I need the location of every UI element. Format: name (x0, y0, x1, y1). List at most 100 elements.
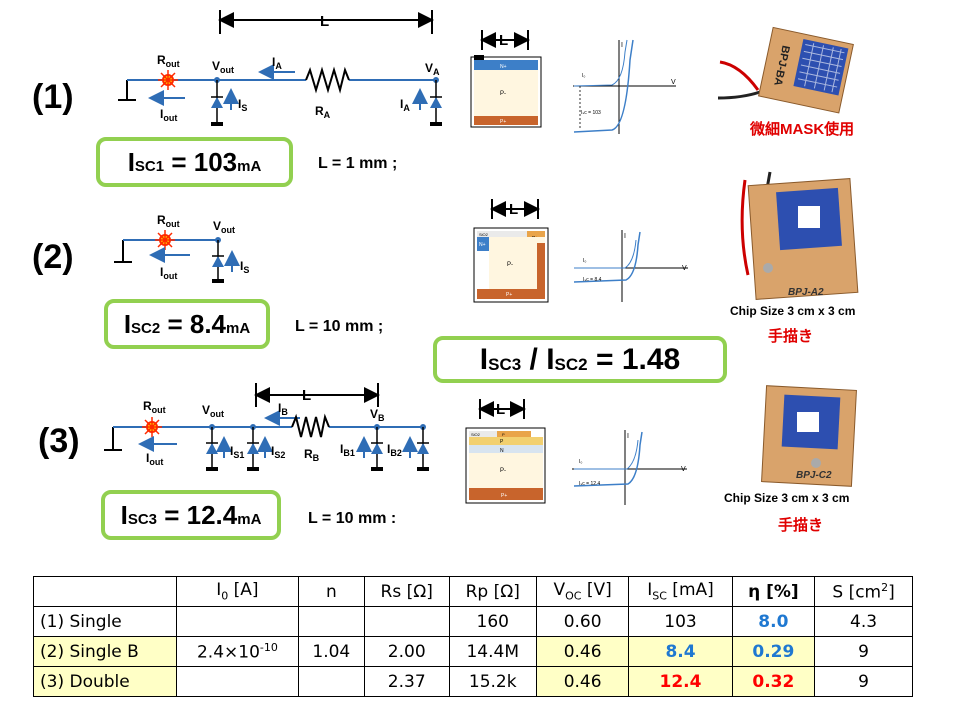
l-note-1: L = 1 mm ; (318, 155, 398, 172)
svg-text:L: L (509, 201, 518, 218)
circuit-3: L Rout Iout Vout IS1 IS2 IB RB VB (104, 383, 429, 471)
svg-text:Rout: Rout (143, 399, 166, 415)
table-cell: 0.32 (731, 666, 816, 697)
svg-text:P-: P- (500, 468, 506, 474)
svg-text:P+: P+ (500, 119, 506, 125)
svg-text:Vout: Vout (202, 403, 224, 419)
cross-section-3: L SiO2 P P N P- P+ (465, 399, 546, 504)
l-note-2: L = 10 mm ; (295, 318, 384, 335)
svg-text:SiO2: SiO2 (479, 232, 489, 237)
svg-text:P: P (502, 432, 505, 437)
table-header: Rp [Ω] (448, 576, 537, 607)
L-label-3: L (302, 387, 311, 404)
svg-text:P-: P- (500, 91, 506, 97)
table-header: η [%] (731, 576, 816, 607)
table-cell: 0.46 (535, 666, 630, 697)
svg-text:Iₛc = 8.4: Iₛc = 8.4 (583, 277, 602, 283)
svg-text:IS: IS (238, 97, 247, 113)
table-header (33, 576, 177, 607)
iv-curve-1: I V I₀ Iₛc = 103 (573, 39, 676, 134)
table-cell: 0.29 (731, 636, 816, 667)
svg-text:P+: P+ (501, 493, 507, 499)
svg-text:VB: VB (370, 407, 385, 423)
svg-text:L: L (499, 32, 508, 49)
table-cell: 12.4 (628, 666, 733, 697)
svg-text:P: P (500, 439, 504, 445)
caption-handdrawn-2: 手描き (768, 328, 814, 345)
cross-section-2: L SiO2 N+ P+ P- P+ (473, 199, 549, 303)
table-cell: (2) Single B (33, 636, 177, 667)
table-cell (297, 606, 365, 637)
svg-text:IA: IA (400, 97, 410, 113)
table-cell: 103 (628, 606, 733, 637)
table-header: n (297, 576, 365, 607)
table-header-row: I0 [A] n Rs [Ω] Rp [Ω] VOC [V] ISC [mA] … (33, 576, 913, 607)
table-cell: 14.4M (448, 636, 537, 667)
row-label-3: (3) (38, 422, 80, 460)
iv-curve-2: I V I₀ Iₛc = 8.4 (573, 230, 688, 302)
svg-text:V: V (682, 265, 687, 272)
results-table: I0 [A] n Rs [Ω] Rp [Ω] VOC [V] ISC [mA] … (33, 576, 913, 697)
svg-text:IS2: IS2 (271, 444, 285, 460)
chip-photo-3: BPJ-C2 (761, 385, 857, 487)
row-label-1: (1) (32, 78, 74, 116)
circuit-2: Rout Iout Vout IS (114, 213, 249, 283)
table-cell: 160 (448, 606, 537, 637)
svg-text:Iₛc = 12.4: Iₛc = 12.4 (579, 481, 600, 487)
table-cell: 8.4 (628, 636, 733, 667)
svg-text:Rout: Rout (157, 213, 180, 229)
table-cell (363, 606, 450, 637)
table-row: (3) Double 2.37 15.2k 0.46 12.4 0.32 9 (33, 666, 913, 697)
svg-text:RA: RA (315, 104, 331, 120)
l-note-3: L = 10 mm : (308, 510, 397, 527)
table-cell (297, 666, 365, 697)
circuit-1: L Rout Iout Vout IS IA RA VA (118, 10, 442, 126)
svg-text:P+: P+ (506, 292, 512, 298)
table-cell (176, 666, 299, 697)
svg-text:IS: IS (240, 259, 249, 275)
svg-text:I: I (624, 233, 626, 240)
svg-text:Rout: Rout (157, 53, 180, 69)
table-cell: 4.3 (814, 606, 913, 637)
svg-text:Iout: Iout (160, 107, 177, 123)
svg-text:BPJ-A2: BPJ-A2 (788, 287, 824, 298)
chip-photo-2: BPJ-A2 (740, 171, 859, 300)
svg-text:I: I (621, 42, 623, 49)
table-cell: (3) Double (33, 666, 177, 697)
table-cell: 0.60 (535, 606, 630, 637)
table-cell (176, 606, 299, 637)
svg-text:IB2: IB2 (387, 442, 402, 458)
chip-size-3: Chip Size 3 cm x 3 cm (724, 491, 850, 505)
svg-text:IS1: IS1 (230, 444, 244, 460)
svg-text:N: N (500, 448, 504, 454)
svg-text:Iout: Iout (160, 265, 177, 281)
table-header: S [cm2] (814, 576, 913, 607)
table-row: (2) Single B 2.4×10-10 1.04 2.00 14.4M 0… (33, 636, 913, 667)
svg-text:L: L (496, 401, 505, 418)
svg-text:Iout: Iout (146, 451, 163, 467)
svg-text:I₀: I₀ (583, 258, 586, 264)
cross-section-1: L N+ P- P+ (470, 30, 542, 128)
caption-handdrawn-3: 手描き (778, 517, 824, 534)
table-cell: (1) Single (33, 606, 177, 637)
table-row: (1) Single 160 0.60 103 8.0 4.3 (33, 606, 913, 637)
svg-text:N+: N+ (500, 64, 507, 70)
table-header: Rs [Ω] (363, 576, 450, 607)
table-cell: 2.37 (363, 666, 450, 697)
svg-text:VA: VA (425, 61, 440, 77)
table-cell: 9 (814, 636, 913, 667)
table-header: VOC [V] (535, 576, 630, 607)
svg-text:Vout: Vout (213, 219, 235, 235)
svg-text:V: V (681, 466, 686, 473)
table-header: I0 [A] (176, 576, 299, 607)
svg-text:V: V (671, 79, 676, 86)
table-cell: 0.46 (535, 636, 630, 667)
svg-text:BPJ-C2: BPJ-C2 (796, 470, 832, 481)
caption-fine-mask: 微細MASK使用 (750, 121, 855, 138)
table-cell: 2.00 (363, 636, 450, 667)
svg-text:Iₛc = 103: Iₛc = 103 (581, 110, 601, 116)
table-cell: 2.4×10-10 (176, 636, 299, 667)
svg-text:N+: N+ (479, 242, 486, 248)
diagram-canvas: L Rout Iout Vout IS IA RA VA (104, 10, 859, 505)
